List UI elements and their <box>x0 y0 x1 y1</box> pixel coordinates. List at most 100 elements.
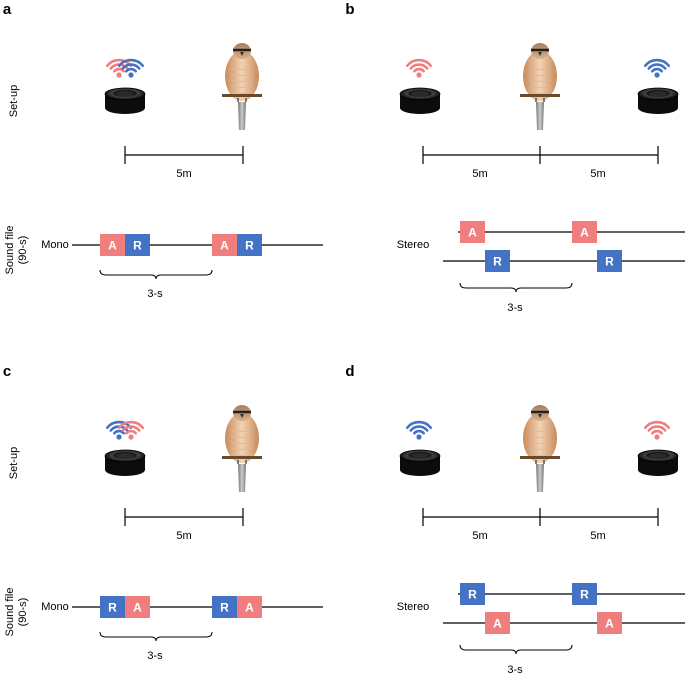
bird-feather <box>528 447 552 450</box>
wave-arc <box>125 429 137 435</box>
speaker-base <box>105 102 145 114</box>
box-A <box>485 612 510 634</box>
box-A <box>572 221 597 243</box>
box-label-A: A <box>108 239 117 253</box>
box-A <box>237 596 262 618</box>
interval-label: 3-s <box>507 664 523 674</box>
sound-wave-R-icon <box>118 58 144 78</box>
bird-body <box>225 51 259 101</box>
interval-brace <box>99 631 213 642</box>
wave-dot <box>416 72 422 78</box>
bird-beak <box>538 52 542 56</box>
speaker-icon <box>399 449 441 476</box>
bird-feather <box>528 435 552 438</box>
box-label-A: A <box>605 617 614 631</box>
wave-arc <box>118 58 144 67</box>
bird-body <box>225 413 259 463</box>
box-label-A: A <box>468 226 477 240</box>
box-A <box>597 612 622 634</box>
bird-feather <box>528 73 552 76</box>
wave-arc <box>651 67 663 73</box>
speaker-base <box>400 102 440 114</box>
sound-wave-A-icon <box>118 420 144 440</box>
bird-body <box>523 51 557 101</box>
box-label-R: R <box>468 588 477 602</box>
sound-file-sub-label: (90-s) <box>17 236 29 265</box>
box-R <box>100 596 125 618</box>
interval-brace <box>459 282 573 293</box>
bird-feather <box>528 91 552 94</box>
interval-brace <box>459 644 573 655</box>
speaker-base <box>400 464 440 476</box>
wave-arc <box>406 420 432 429</box>
box-label-R: R <box>108 601 117 615</box>
speaker-base <box>105 464 145 476</box>
wave-arc <box>413 67 425 73</box>
box-R <box>572 583 597 605</box>
wave-arc <box>121 425 141 432</box>
sound-file-label: Sound file <box>4 226 16 275</box>
box-label-A: A <box>220 239 229 253</box>
box-R <box>460 583 485 605</box>
bird-tail <box>238 102 246 130</box>
bird-feather <box>528 67 552 70</box>
bird-perch <box>222 94 262 97</box>
bird-feather <box>528 441 552 444</box>
panel-label: a <box>3 1 12 18</box>
panel-label: d <box>345 363 354 380</box>
box-label-R: R <box>133 239 142 253</box>
interval-label: 3-s <box>147 650 163 662</box>
sound-wave-R-icon <box>406 420 432 440</box>
wave-dot <box>128 434 134 440</box>
wave-arc <box>121 63 141 70</box>
box-label-A: A <box>493 617 502 631</box>
box-label-A: A <box>580 226 589 240</box>
interval-label: 3-s <box>507 302 523 314</box>
mono-label: Mono <box>41 239 69 251</box>
distance-label: 5m <box>590 168 605 180</box>
bird-tail <box>536 464 544 492</box>
wave-arc <box>647 63 667 70</box>
wave-dot <box>128 72 134 78</box>
bird-feather <box>230 79 254 82</box>
bird-feather <box>230 91 254 94</box>
speaker-base <box>638 102 678 114</box>
box-A <box>100 234 125 256</box>
speaker-base <box>638 464 678 476</box>
sound-file-sub-label: (90-s) <box>17 598 29 627</box>
box-label-R: R <box>605 255 614 269</box>
wave-arc <box>644 58 670 67</box>
box-label-A: A <box>133 601 142 615</box>
bird-icon <box>222 405 262 492</box>
wave-arc <box>113 67 125 73</box>
setup-label: Set-up <box>8 85 20 117</box>
wave-dot <box>116 72 122 78</box>
bird-beak <box>240 52 244 56</box>
bird-feather <box>528 79 552 82</box>
interval-label: 3-s <box>147 288 163 300</box>
wave-dot <box>654 72 660 78</box>
wave-arc <box>113 429 125 435</box>
sound-wave-A-icon <box>644 420 670 440</box>
bird-feather <box>230 447 254 450</box>
box-A <box>212 234 237 256</box>
speaker-cone <box>649 453 667 459</box>
distance-label: 5m <box>176 168 191 180</box>
speaker-icon <box>399 87 441 114</box>
bird-icon <box>222 43 262 130</box>
box-R <box>237 234 262 256</box>
bird-feather <box>230 453 254 456</box>
wave-arc <box>125 67 137 73</box>
bird-feather <box>528 85 552 88</box>
box-label-R: R <box>580 588 589 602</box>
setup-label: Set-up <box>8 447 20 479</box>
box-R <box>212 596 237 618</box>
bird-perch <box>520 456 560 459</box>
box-A <box>460 221 485 243</box>
distance-label: 5m <box>176 530 191 542</box>
wave-arc <box>651 429 663 435</box>
bird-tail <box>536 102 544 130</box>
bird-feather <box>230 73 254 76</box>
bird-feather <box>230 85 254 88</box>
